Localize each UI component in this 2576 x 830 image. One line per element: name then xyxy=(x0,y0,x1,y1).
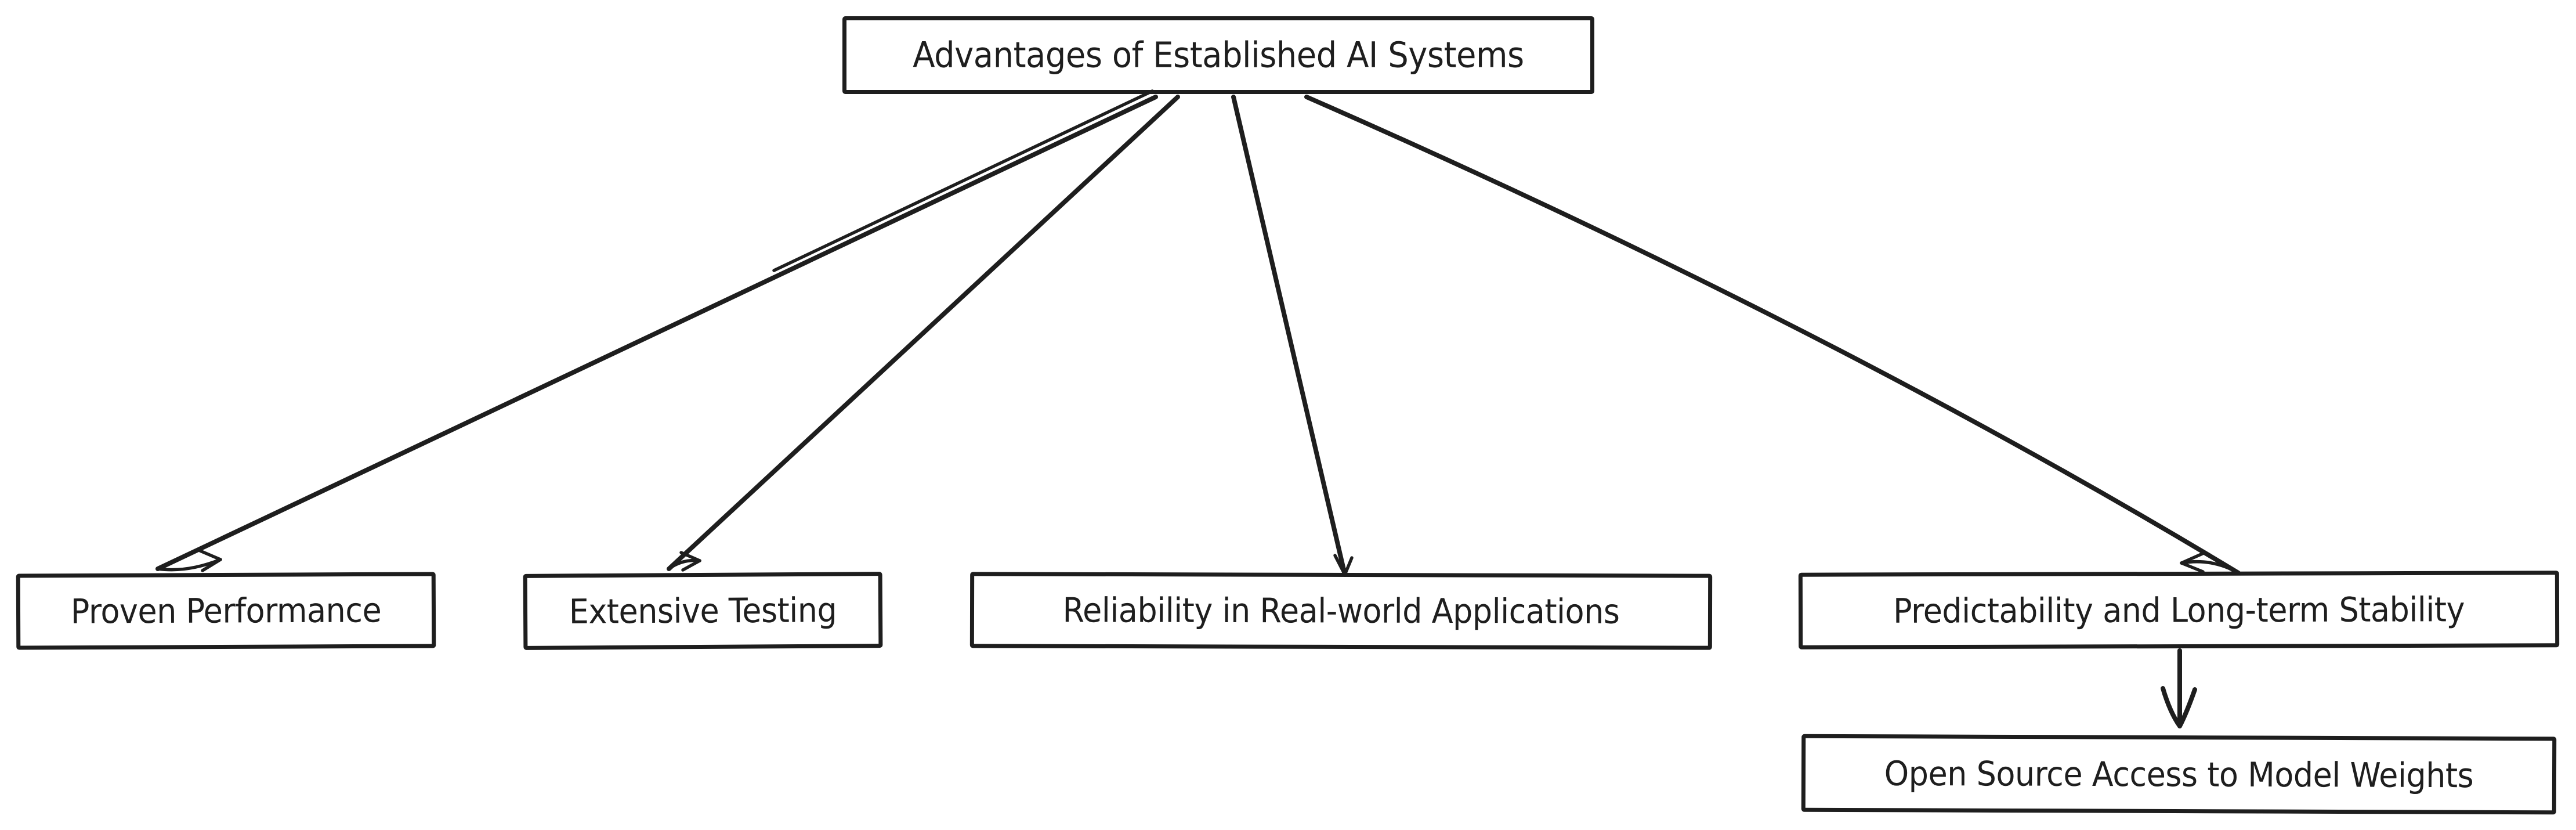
edge-predictability-to-open-source[interactable] xyxy=(2161,648,2197,728)
edge-root-to-proven-performance[interactable] xyxy=(155,89,1158,572)
edge-root-to-reliability[interactable] xyxy=(1231,95,1354,577)
node-extensive-testing-label: Extensive Testing xyxy=(569,590,837,631)
node-predictability[interactable]: Predictability and Long-term Stability xyxy=(1798,571,2560,649)
node-root-label: Advantages of Established AI Systems xyxy=(913,34,1524,76)
node-predictability-label: Predictability and Long-term Stability xyxy=(1893,589,2465,631)
node-open-source-label: Open Source Access to Model Weights xyxy=(1884,753,2474,795)
node-extensive-testing[interactable]: Extensive Testing xyxy=(523,572,883,650)
node-reliability[interactable]: Reliability in Real-world Applications xyxy=(969,572,1713,650)
node-reliability-label: Reliability in Real-world Applications xyxy=(1062,590,1620,631)
node-proven-performance-label: Proven Performance xyxy=(70,590,382,631)
node-root[interactable]: Advantages of Established AI Systems xyxy=(842,16,1594,94)
node-open-source[interactable]: Open Source Access to Model Weights xyxy=(1801,734,2557,815)
edge-root-to-predictability[interactable] xyxy=(1304,95,2241,575)
edge-root-to-extensive-testing[interactable] xyxy=(667,95,1180,572)
node-proven-performance[interactable]: Proven Performance xyxy=(16,572,436,650)
